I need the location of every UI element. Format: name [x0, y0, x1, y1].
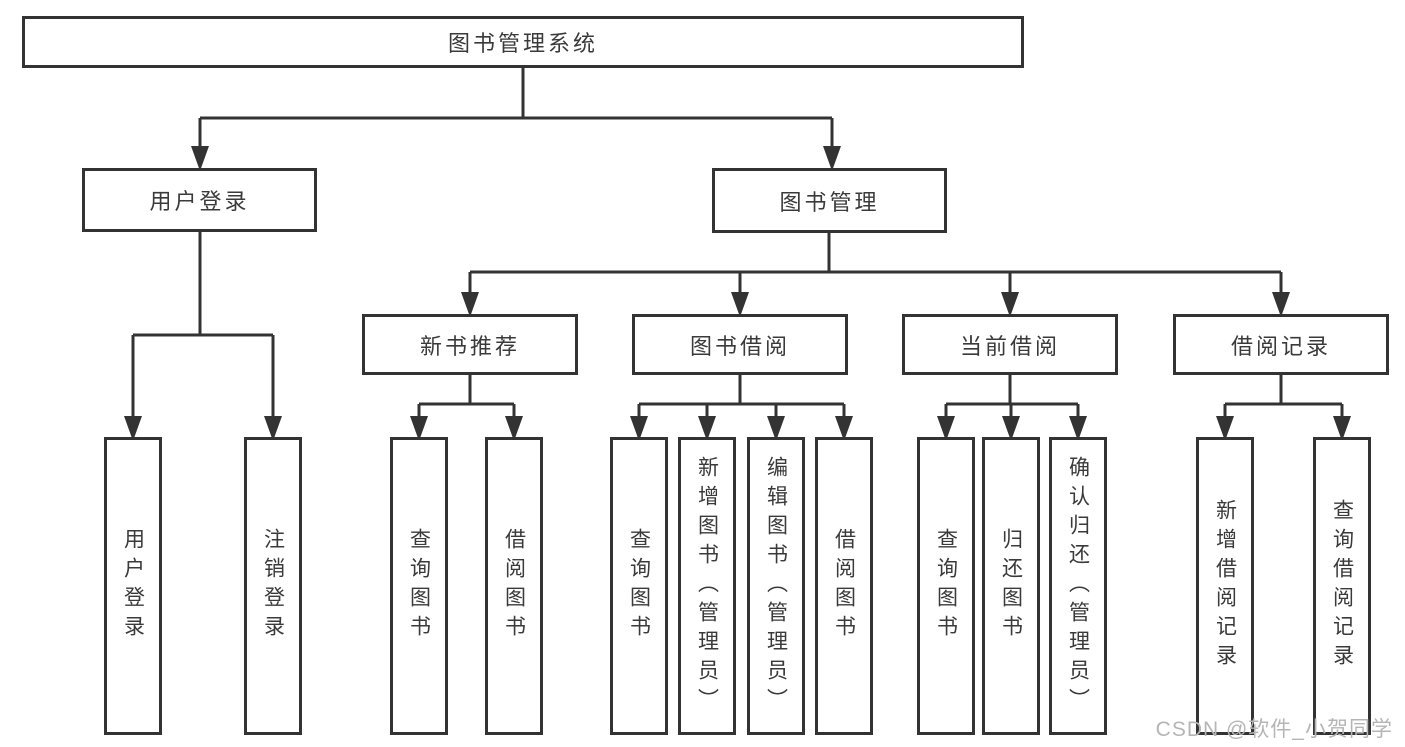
- node-leaf-edit-books-admin: 编辑图书（管理员）: [747, 437, 805, 735]
- node-current-borrowing: 当前借阅: [902, 314, 1118, 375]
- node-label: 图书借阅: [689, 333, 790, 359]
- node-book-borrowing: 图书借阅: [632, 314, 848, 375]
- node-borrow-records: 借阅记录: [1173, 314, 1389, 375]
- node-leaf-add-books-admin: 新增图书（管理员）: [678, 437, 736, 735]
- node-book-management: 图书管理: [712, 168, 947, 233]
- node-label: 新增借阅记录: [1213, 499, 1237, 673]
- node-label: 借阅图书: [502, 528, 526, 644]
- node-label: 借阅记录: [1230, 333, 1331, 359]
- node-label: 注销登录: [261, 528, 285, 644]
- node-leaf-add-borrow-record: 新增借阅记录: [1196, 437, 1254, 735]
- node-library-management-system: 图书管理系统: [22, 16, 1024, 68]
- node-leaf-confirm-return-admin: 确认归还（管理员）: [1049, 437, 1107, 735]
- node-label: 查询图书: [627, 528, 651, 644]
- node-label: 查询图书: [934, 528, 958, 644]
- node-leaf-borrow-books: 借阅图书: [815, 437, 873, 735]
- node-leaf-query-books-borrowing: 查询图书: [610, 437, 668, 735]
- node-leaf-logout: 注销登录: [244, 437, 302, 735]
- node-label: 图书管理: [779, 189, 880, 215]
- node-label: 图书管理系统: [447, 31, 598, 56]
- node-new-book-recommend: 新书推荐: [362, 314, 578, 375]
- node-label: 用户登录: [121, 528, 145, 644]
- csdn-watermark: CSDN @软件_小贺同学: [1155, 718, 1393, 741]
- node-label: 归还图书: [999, 528, 1023, 644]
- node-label: 新增图书（管理员）: [695, 455, 719, 717]
- node-label: 编辑图书（管理员）: [764, 455, 788, 717]
- node-user-login: 用户登录: [82, 168, 317, 232]
- node-leaf-user-login: 用户登录: [104, 437, 162, 735]
- node-leaf-borrow-books-recommend: 借阅图书: [485, 437, 543, 735]
- node-leaf-query-books-current: 查询图书: [917, 437, 975, 735]
- node-label: 用户登录: [149, 189, 250, 214]
- node-label: 查询图书: [407, 528, 431, 644]
- node-label: 当前借阅: [959, 333, 1060, 359]
- node-label: 借阅图书: [832, 528, 856, 644]
- node-leaf-query-books-recommend: 查询图书: [390, 437, 448, 735]
- node-leaf-query-borrow-record: 查询借阅记录: [1313, 437, 1371, 735]
- node-label: 确认归还（管理员）: [1066, 455, 1090, 717]
- node-leaf-return-books: 归还图书: [982, 437, 1040, 735]
- node-label: 新书推荐: [419, 333, 520, 359]
- node-label: 查询借阅记录: [1330, 499, 1354, 673]
